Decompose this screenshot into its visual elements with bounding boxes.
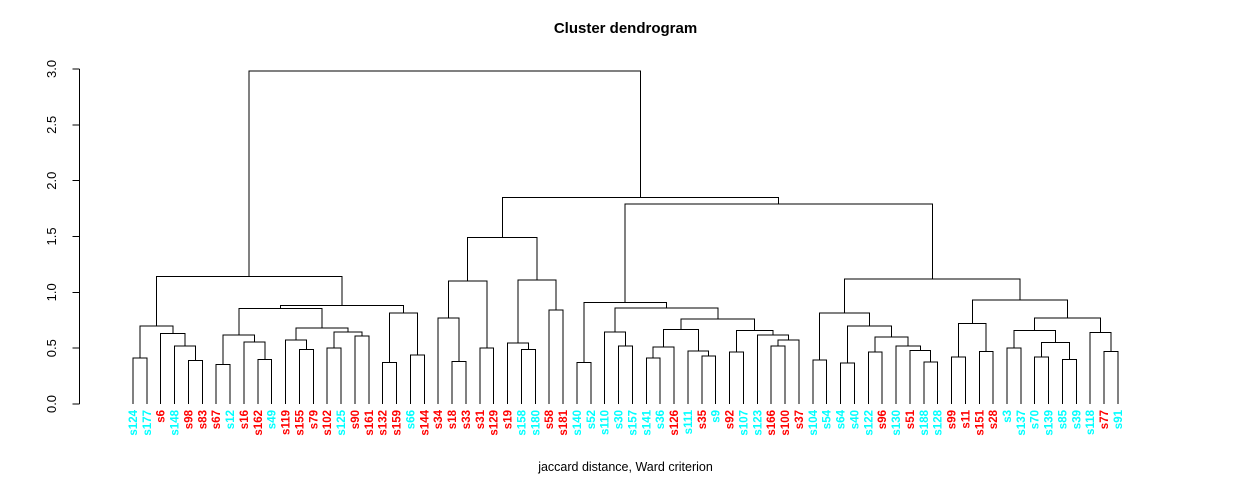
leaf-label: s83 bbox=[197, 410, 209, 429]
leaf-label: s151 bbox=[974, 409, 986, 435]
leaf-label: s6 bbox=[156, 410, 168, 423]
leaf-label: s92 bbox=[725, 410, 737, 429]
leaf-label: s90 bbox=[350, 410, 362, 429]
leaf-label: s188 bbox=[919, 409, 931, 435]
leaf-label: s70 bbox=[1030, 410, 1042, 429]
leaf-label: s39 bbox=[1071, 410, 1083, 429]
leaf-label: s124 bbox=[128, 409, 140, 435]
leaf-label: s18 bbox=[447, 409, 459, 429]
y-axis-tick-label: 2.0 bbox=[44, 172, 59, 190]
leaf-label: s49 bbox=[267, 410, 279, 429]
leaf-label: s140 bbox=[572, 410, 584, 436]
leaf-label: s139 bbox=[1044, 410, 1056, 436]
leaf-label: s158 bbox=[516, 409, 528, 435]
leaf-label: s157 bbox=[627, 410, 639, 436]
leaf-label: s58 bbox=[544, 409, 556, 429]
leaf-label: s162 bbox=[253, 410, 265, 436]
leaf-label: s100 bbox=[780, 410, 792, 436]
leaf-label: s107 bbox=[738, 410, 750, 436]
leaf-label: s110 bbox=[600, 410, 612, 435]
leaf-label: s126 bbox=[669, 410, 681, 436]
leaf-label: s119 bbox=[281, 410, 293, 435]
chart-caption: jaccard distance, Ward criterion bbox=[537, 460, 713, 474]
leaf-label: s111 bbox=[683, 409, 695, 434]
leaf-label: s91 bbox=[1113, 409, 1125, 429]
leaf-label: s79 bbox=[308, 410, 320, 429]
leaf-label: s34 bbox=[433, 409, 445, 429]
leaf-label: s180 bbox=[530, 410, 542, 436]
leaf-label: s128 bbox=[933, 409, 945, 435]
y-axis-tick-label: 3.0 bbox=[44, 60, 59, 78]
leaf-label: s104 bbox=[808, 409, 820, 435]
leaf-label: s31 bbox=[475, 409, 487, 429]
leaf-label: s85 bbox=[1057, 409, 1069, 429]
leaf-label: s122 bbox=[863, 410, 875, 436]
leaf-label: s37 bbox=[794, 410, 806, 429]
leaf-label: s137 bbox=[1016, 410, 1028, 436]
leaf-label: s19 bbox=[503, 410, 515, 429]
leaf-label: s96 bbox=[877, 410, 889, 429]
y-axis-tick-label: 1.5 bbox=[44, 227, 59, 245]
leaf-label: s67 bbox=[211, 410, 223, 429]
leaf-label: s181 bbox=[558, 409, 570, 435]
leaf-label: s118 bbox=[1085, 409, 1097, 435]
leaf-label: s11 bbox=[960, 409, 972, 428]
leaf-label: s132 bbox=[378, 410, 390, 436]
leaf-label: s102 bbox=[322, 410, 334, 436]
y-axis-line bbox=[72, 68, 80, 405]
leaf-label: s33 bbox=[461, 410, 473, 429]
y-axis: 0.0 0.5 1.0 1.5 2.0 2.5 3.0 bbox=[44, 60, 80, 413]
leaf-label: s144 bbox=[419, 409, 431, 435]
leaf-label: s98 bbox=[183, 409, 195, 429]
leaf-label: s66 bbox=[405, 410, 417, 429]
leaf-label: s12 bbox=[225, 410, 237, 429]
leaf-label: s161 bbox=[364, 409, 376, 435]
dendrogram-segments bbox=[132, 70, 1119, 404]
y-axis-tick-label: 0.5 bbox=[44, 339, 59, 357]
leaf-label: s99 bbox=[947, 410, 959, 429]
leaf-label: s28 bbox=[988, 409, 1000, 429]
leaf-label: s54 bbox=[822, 409, 834, 429]
leaf-label: s16 bbox=[239, 410, 251, 429]
leaf-label: s166 bbox=[766, 410, 778, 436]
leaf-label: s9 bbox=[711, 410, 723, 423]
leaf-label: s40 bbox=[849, 410, 861, 429]
leaf-label: s52 bbox=[586, 410, 598, 429]
leaf-label: s129 bbox=[489, 410, 501, 436]
leaf-label: s77 bbox=[1099, 410, 1111, 429]
leaf-label: s125 bbox=[336, 409, 348, 435]
leaf-label: s155 bbox=[294, 409, 306, 435]
leaf-label: s148 bbox=[170, 409, 182, 435]
y-axis-tick-label: 0.0 bbox=[44, 395, 59, 413]
leaf-label: s130 bbox=[891, 410, 903, 436]
chart-title: Cluster dendrogram bbox=[554, 20, 697, 37]
leaf-label: s64 bbox=[836, 409, 848, 429]
y-axis-tick-label: 1.0 bbox=[44, 283, 59, 301]
leaf-label: s36 bbox=[655, 410, 667, 429]
leaf-label: s177 bbox=[142, 410, 154, 436]
leaf-label: s123 bbox=[752, 410, 764, 436]
y-axis-tick-label: 2.5 bbox=[44, 116, 59, 134]
leaf-label: s51 bbox=[905, 409, 917, 429]
dendrogram-tree bbox=[132, 70, 1119, 404]
leaf-label: s159 bbox=[392, 410, 404, 436]
leaf-label: s3 bbox=[1002, 410, 1014, 423]
leaf-label: s35 bbox=[697, 409, 709, 429]
leaf-label: s30 bbox=[614, 410, 626, 429]
leaf-label: s141 bbox=[641, 409, 653, 435]
